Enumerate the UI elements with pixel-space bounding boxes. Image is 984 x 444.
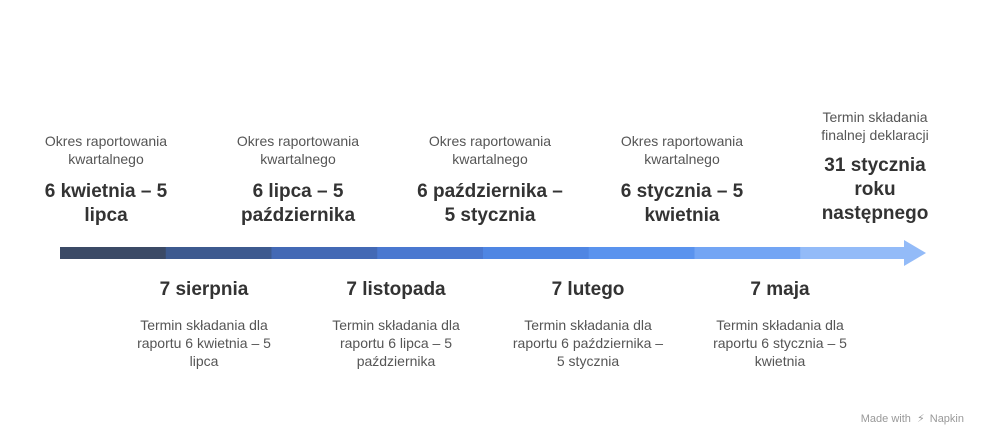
event-date: 7 lutego xyxy=(551,279,625,300)
timeline-segment-1 xyxy=(60,247,167,259)
event-caption: Okres raportowania kwartalnego xyxy=(428,133,552,167)
timeline-segment-3 xyxy=(271,247,378,259)
event-date: 7 listopada xyxy=(346,279,446,300)
event-caption: Okres raportowania kwartalnego xyxy=(236,133,360,167)
top-event-3: Okres raportowania kwartalnego 6 paździe… xyxy=(410,132,570,228)
event-date: 6 lipca – 5 października xyxy=(240,181,356,226)
bottom-event-2: 7 listopada Termin składania dla raportu… xyxy=(316,278,476,370)
event-caption: Termin składania dla raportu 6 kwietnia … xyxy=(137,317,271,369)
event-date: 6 października – 5 stycznia xyxy=(417,181,563,226)
event-caption: Okres raportowania kwartalnego xyxy=(44,133,168,167)
event-caption: Termin składania dla raportu 6 październ… xyxy=(512,317,664,369)
timeline-segment-8 xyxy=(800,247,907,259)
timeline-segment-2 xyxy=(165,247,272,259)
napkin-logo-icon: ⚡ xyxy=(916,413,925,425)
event-caption: Termin składania dla raportu 6 lipca – 5… xyxy=(332,317,460,369)
top-event-4: Okres raportowania kwartalnego 6 styczni… xyxy=(602,132,762,228)
bottom-event-4: 7 maja Termin składania dla raportu 6 st… xyxy=(700,278,860,370)
arrow-head xyxy=(904,240,926,266)
event-date: 6 stycznia – 5 kwietnia xyxy=(620,181,744,226)
event-date: 31 stycznia roku następnego xyxy=(821,155,929,224)
timeline-segment-6 xyxy=(588,247,695,259)
event-date: 6 kwietnia – 5 lipca xyxy=(44,181,168,226)
timeline-segment-4 xyxy=(377,247,484,259)
event-date: 7 sierpnia xyxy=(159,279,249,300)
timeline-segment-5 xyxy=(483,247,590,259)
event-caption: Okres raportowania kwartalnego xyxy=(620,133,744,167)
timeline-segments xyxy=(60,247,907,259)
event-caption: Termin składania dla raportu 6 stycznia … xyxy=(713,317,847,369)
top-event-final: Termin składania finalnej deklaracji 31 … xyxy=(802,108,948,226)
timeline-segment-7 xyxy=(694,247,801,259)
bottom-event-1: 7 sierpnia Termin składania dla raportu … xyxy=(124,278,284,370)
top-event-1: Okres raportowania kwartalnego 6 kwietni… xyxy=(26,132,186,228)
event-date: 7 maja xyxy=(750,279,810,300)
watermark: Made with ⚡ Napkin xyxy=(861,412,964,425)
top-event-2: Okres raportowania kwartalnego 6 lipca –… xyxy=(218,132,378,228)
watermark-brand: Napkin xyxy=(929,413,964,425)
event-caption: Termin składania finalnej deklaracji xyxy=(821,109,929,143)
watermark-prefix: Made with xyxy=(860,413,911,425)
bottom-event-3: 7 lutego Termin składania dla raportu 6 … xyxy=(508,278,668,370)
